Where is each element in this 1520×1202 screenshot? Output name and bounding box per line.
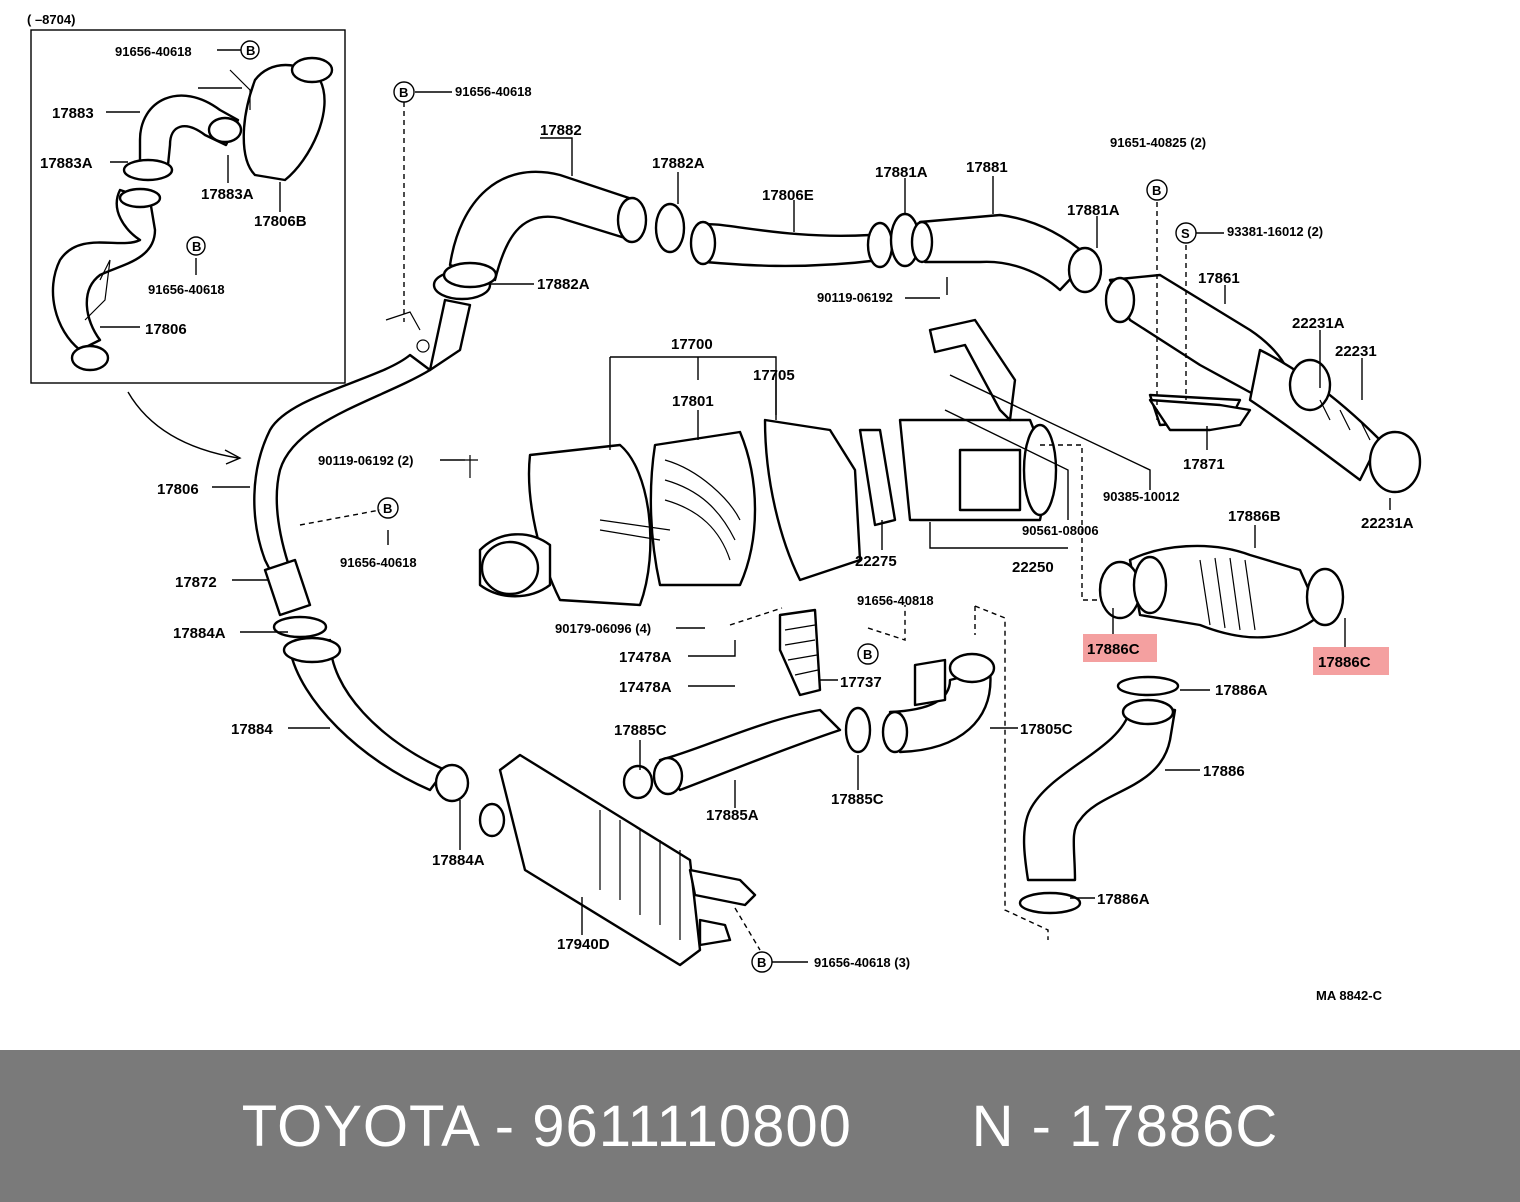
label-91656-40618: 91656-40618	[340, 555, 417, 570]
label-17882A: 17882A	[652, 155, 705, 172]
part-number-banner: TOYOTA - 9611110800 N - 17886C	[0, 1050, 1520, 1202]
label-17478A: 17478A	[619, 679, 672, 696]
label-17886B: 17886B	[1228, 508, 1281, 525]
callout-symbols: B B S B B B	[377, 81, 1197, 973]
label-90119-06192-2: 90119-06192 (2)	[318, 453, 413, 468]
resonator-17861	[1104, 273, 1422, 494]
label-17806: 17806	[157, 481, 199, 498]
label-17881A: 17881A	[875, 164, 928, 181]
label-17883A: 17883A	[40, 155, 93, 172]
label-17884: 17884	[231, 721, 273, 738]
label-17881: 17881	[966, 159, 1008, 176]
symbol-b: B	[192, 239, 201, 254]
label-17885A: 17885A	[706, 807, 759, 824]
label-22275: 22275	[855, 553, 897, 570]
bracket-17871	[1148, 398, 1252, 432]
hose-17881	[910, 213, 1103, 294]
hose-17882	[442, 170, 686, 289]
air-cleaner	[465, 418, 1058, 607]
label-22250: 22250	[1012, 559, 1054, 576]
label-17737: 17737	[840, 674, 882, 691]
label-17886A: 17886A	[1215, 682, 1268, 699]
symbol-b: B	[863, 647, 872, 662]
label-90385-10012: 90385-10012	[1103, 489, 1180, 504]
label-17884A: 17884A	[432, 852, 485, 869]
label-22231A: 22231A	[1361, 515, 1414, 532]
hose-17805C	[881, 652, 996, 754]
label-91656-40618-inset1: 91656-40618	[115, 44, 192, 59]
label-17872: 17872	[175, 574, 217, 591]
highlight-17886C	[1083, 634, 1157, 662]
label-90179-06096: 90179-06096 (4)	[555, 621, 651, 636]
label-17886C: 17886C	[1318, 654, 1371, 671]
label-17886C: 17886C	[1087, 641, 1140, 658]
label-17805C: 17805C	[1020, 721, 1073, 738]
inset-box: ( –8704) 91656-40618 B 17883 17883A 1788…	[27, 12, 346, 384]
label-22231A: 22231A	[1292, 315, 1345, 332]
silencer-17940D	[478, 753, 757, 967]
hose-17885A	[622, 706, 872, 800]
label-17885C: 17885C	[831, 791, 884, 808]
label-17861: 17861	[1198, 270, 1240, 287]
label-90561-08006: 90561-08006	[1022, 523, 1099, 538]
left-hose-assembly	[253, 269, 492, 803]
symbol-b: B	[757, 955, 766, 970]
inset-range-label: ( –8704)	[27, 12, 75, 27]
symbol-b: B	[1152, 183, 1161, 198]
label-91656-40618-3: 91656-40618 (3)	[814, 955, 910, 970]
label-17871: 17871	[1183, 456, 1225, 473]
part-labels: 91656-40618 17882 17882A 17882A 17806E 1…	[157, 84, 1414, 1003]
label-17886: 17886	[1203, 763, 1245, 780]
label-17478A: 17478A	[619, 649, 672, 666]
label-91656-40618: 91656-40618	[455, 84, 532, 99]
label-17886A: 17886A	[1097, 891, 1150, 908]
label-17885C: 17885C	[614, 722, 667, 739]
label-17806E: 17806E	[762, 187, 814, 204]
highlight-17886C	[1313, 647, 1389, 675]
hose-17886B	[1098, 544, 1345, 639]
leader-lines	[212, 91, 1391, 963]
label-17884A: 17884A	[173, 625, 226, 642]
label-17940D: 17940D	[557, 936, 610, 953]
hose-17886	[1018, 675, 1180, 915]
symbol-b: B	[246, 43, 255, 58]
label-17883A: 17883A	[201, 186, 254, 203]
hose-17806E	[689, 212, 921, 269]
inset-arrow	[127, 391, 239, 459]
bracket-90385	[928, 318, 1017, 422]
label-17806B: 17806B	[254, 213, 307, 230]
label-90119-06192: 90119-06192	[817, 290, 893, 305]
label-93381-16012: 93381-16012 (2)	[1227, 224, 1323, 239]
screen-17737	[778, 608, 822, 697]
parts-diagram: ( –8704) 91656-40618 B 17883 17883A 1788…	[27, 12, 1422, 1003]
label-17705: 17705	[753, 367, 795, 384]
label-17881A: 17881A	[1067, 202, 1120, 219]
symbol-b: B	[399, 85, 408, 100]
label-91656-40618-inset2: 91656-40618	[148, 282, 225, 297]
label-22231: 22231	[1335, 343, 1377, 360]
label-17882A: 17882A	[537, 276, 590, 293]
symbol-b: B	[383, 501, 392, 516]
label-17700: 17700	[671, 336, 713, 353]
label-17801: 17801	[672, 393, 714, 410]
label-91651-40825: 91651-40825 (2)	[1110, 135, 1206, 150]
label-17806-inset: 17806	[145, 321, 187, 338]
symbol-s: S	[1181, 226, 1190, 241]
reference-code: MA 8842-C	[1316, 988, 1383, 1003]
label-17883: 17883	[52, 105, 94, 122]
part-number-text: TOYOTA - 9611110800 N - 17886C	[241, 1093, 1279, 1159]
label-17882: 17882	[540, 122, 582, 139]
label-91656-40818: 91656-40818	[857, 593, 934, 608]
